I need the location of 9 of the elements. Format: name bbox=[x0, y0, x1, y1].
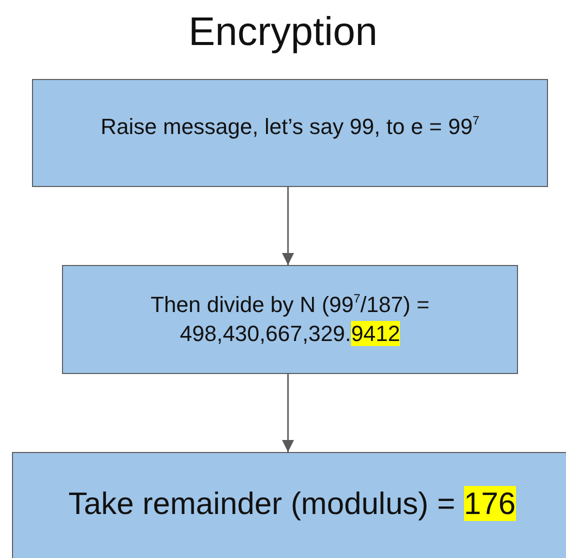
process-box bbox=[12, 452, 566, 558]
process-box bbox=[62, 265, 518, 374]
step-text: Then divide by N (99$^{7}$/187) = 498,430,667,329.9412 bbox=[150, 290, 430, 348]
arrow bbox=[282, 374, 294, 452]
step-text: Take remainder (modulus) = 176 bbox=[68, 484, 516, 523]
arrow bbox=[282, 187, 294, 265]
diagram-title: Encryption bbox=[188, 9, 378, 56]
step-text: Raise message, let’s say 99, to e = 99$^{7}$ bbox=[100, 112, 480, 141]
process-box bbox=[32, 79, 548, 187]
